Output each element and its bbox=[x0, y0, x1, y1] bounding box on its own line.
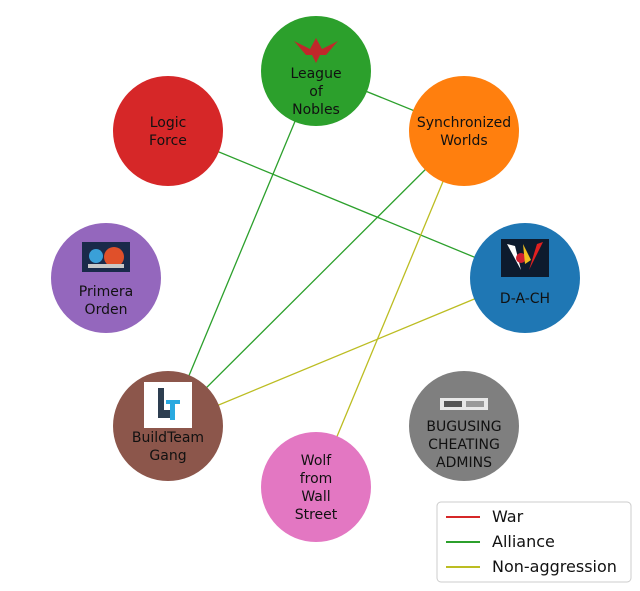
node-circle-primera bbox=[51, 223, 161, 333]
node-circle-dach bbox=[470, 223, 580, 333]
node-label-synchronized: Worlds bbox=[440, 133, 487, 149]
edge-synchronized-buildteam bbox=[167, 130, 465, 427]
buildteam-logo-icon bbox=[144, 382, 192, 428]
node-label-wolf: Street bbox=[295, 507, 338, 523]
legend-frame bbox=[436, 501, 632, 583]
node-circle-logic bbox=[113, 76, 223, 186]
node-label-synchronized: Synchronized bbox=[417, 115, 511, 131]
legend-label-war: War bbox=[492, 507, 524, 526]
node-label-wolf: Wolf bbox=[301, 453, 332, 469]
dach-logo-icon bbox=[501, 239, 549, 277]
legend: War Alliance Non-aggression bbox=[436, 501, 632, 583]
node-bugusing: BUGUSING CHEATING ADMINS bbox=[409, 371, 519, 481]
banner-image-icon bbox=[440, 398, 488, 410]
node-label-buildteam: Gang bbox=[149, 448, 186, 464]
edge-league-buildteam bbox=[167, 70, 317, 427]
node-label-league: League bbox=[290, 66, 341, 82]
edge-synchronized-wolf bbox=[315, 130, 465, 488]
node-label-wolf: Wall bbox=[301, 489, 330, 505]
node-circle-league bbox=[261, 16, 371, 126]
legend-label-alliance: Alliance bbox=[492, 532, 555, 551]
node-label-primera: Orden bbox=[85, 302, 128, 318]
node-label-logic: Logic bbox=[150, 115, 187, 131]
node-dach: D-A-CH bbox=[470, 223, 580, 333]
node-label-logic: Force bbox=[149, 133, 187, 149]
edge-logic-dach bbox=[167, 130, 526, 279]
node-circle-synchronized bbox=[409, 76, 519, 186]
edge-dach-buildteam bbox=[167, 277, 526, 427]
node-label-dach: D-A-CH bbox=[500, 291, 550, 307]
edges-layer bbox=[167, 70, 526, 488]
node-label-bugusing: ADMINS bbox=[436, 455, 492, 471]
node-circle-bugusing bbox=[409, 371, 519, 481]
node-circle-wolf bbox=[261, 432, 371, 542]
eagle-emblem-icon bbox=[294, 38, 338, 63]
nodes-layer: LeagueofNoblesSynchronizedWorldsD-A-CHBU… bbox=[51, 16, 580, 542]
node-label-league: of bbox=[309, 84, 324, 100]
node-label-bugusing: BUGUSING bbox=[426, 419, 501, 435]
primera-banner-icon bbox=[82, 242, 130, 272]
node-label-buildteam: BuildTeam bbox=[132, 430, 204, 446]
node-label-bugusing: CHEATING bbox=[428, 437, 500, 453]
legend-label-non-aggression: Non-aggression bbox=[492, 557, 617, 576]
node-label-primera: Primera bbox=[79, 284, 133, 300]
node-label-wolf: from bbox=[300, 471, 333, 487]
node-label-league: Nobles bbox=[292, 102, 340, 118]
